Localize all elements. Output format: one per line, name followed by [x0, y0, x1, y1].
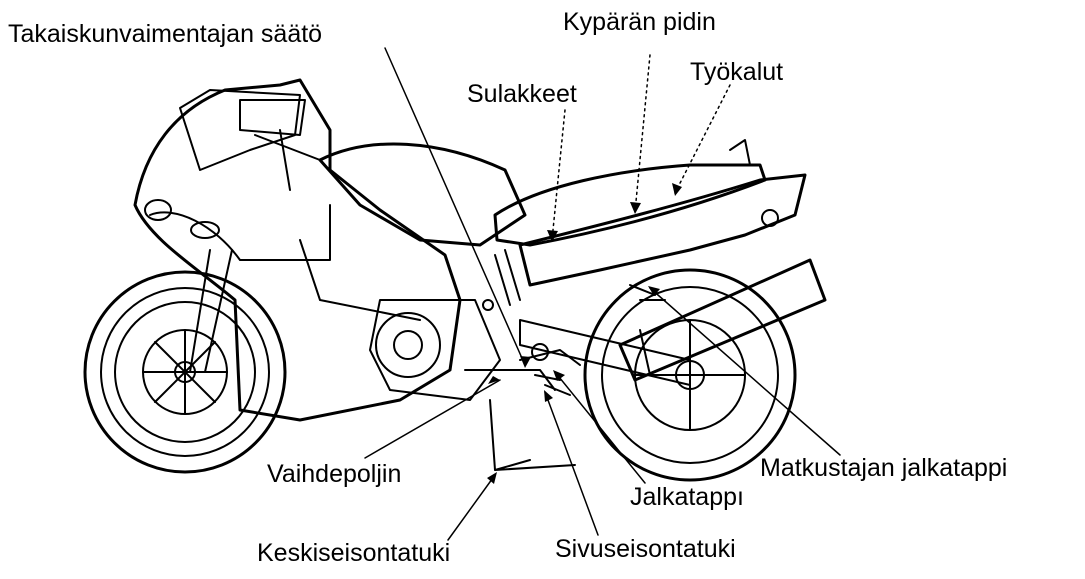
rear-grab-rail — [730, 140, 750, 165]
frame-bolt — [483, 300, 493, 310]
label-tools: Työkalut — [690, 60, 783, 85]
leader-fuses — [552, 110, 565, 240]
leader-main-stand — [448, 475, 495, 540]
seat — [495, 165, 765, 245]
leader-side-stand — [545, 392, 598, 535]
main-stand-drawing — [490, 400, 575, 470]
exhaust-end — [640, 330, 650, 375]
arrow-main-stand — [487, 472, 497, 484]
rear-shock — [495, 250, 520, 305]
engine — [370, 300, 580, 400]
leader-passenger-footpeg — [650, 288, 840, 455]
fairing-vent — [191, 222, 219, 238]
front-wheel — [85, 272, 285, 472]
label-side-stand: Sivuseisontatuki — [555, 537, 736, 562]
fuel-tank — [320, 144, 525, 245]
arrow-rear-shock-adjuster — [520, 356, 531, 368]
label-rear-shock-adjuster: Takaiskunvaimentajan säätö — [8, 22, 322, 47]
arrow-side-stand — [544, 390, 553, 402]
leader-gearshift-pedal — [365, 380, 500, 458]
headlight — [145, 200, 171, 220]
arrow-helmet-holder — [630, 202, 641, 214]
label-main-stand: Keskiseisontatuki — [257, 541, 450, 566]
tail-section — [520, 175, 805, 285]
fairing-panel-line — [300, 240, 420, 320]
label-fuses: Sulakkeet — [467, 82, 577, 107]
label-gearshift-pedal: Vaihdepoljin — [267, 462, 401, 487]
label-passenger-footpeg: Matkustajan jalkatappi — [760, 456, 1007, 481]
leader-tools — [675, 85, 730, 193]
label-helmet-holder: Kypärän pidin — [563, 10, 716, 35]
label-footpeg: Jalkatappı — [630, 485, 744, 510]
arrow-tools — [672, 183, 682, 196]
leader-helmet-holder — [635, 55, 650, 212]
handlebar — [255, 130, 320, 190]
fairing — [135, 80, 460, 420]
